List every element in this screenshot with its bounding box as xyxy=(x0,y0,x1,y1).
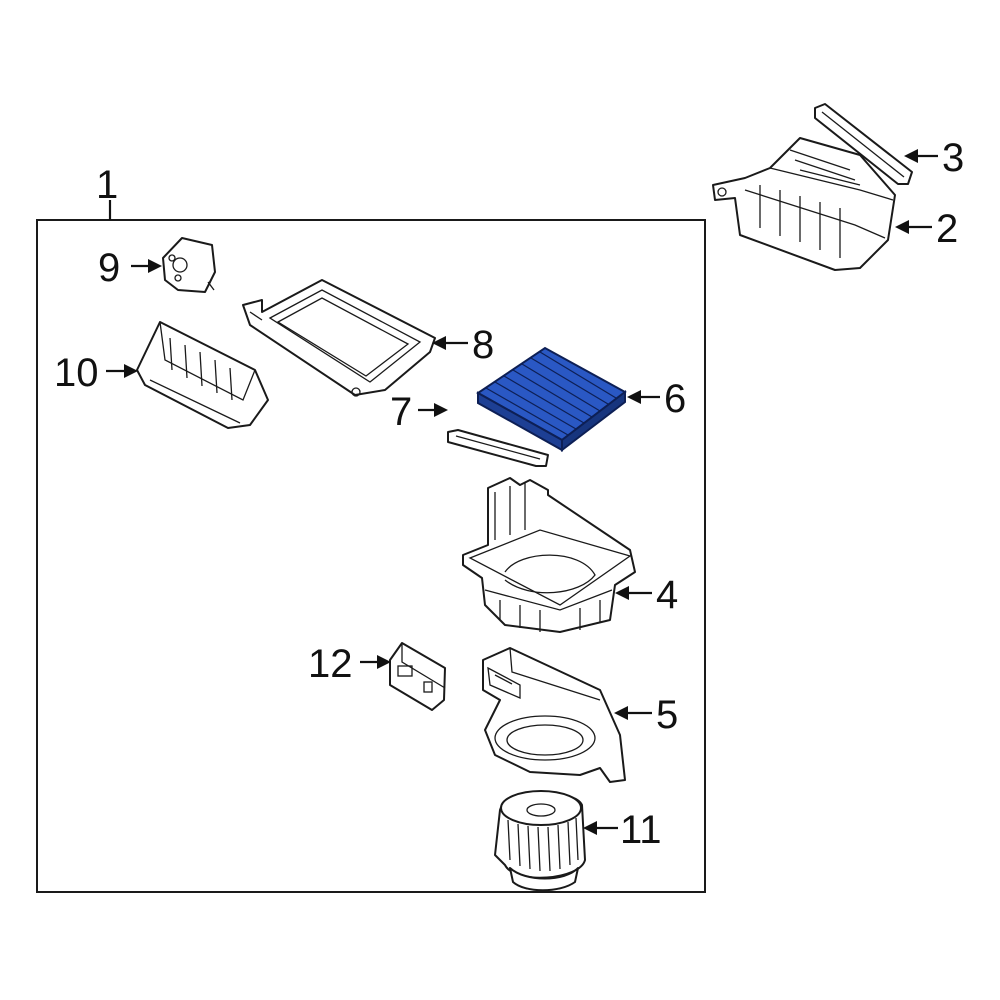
callout-12-label: 12 xyxy=(308,642,353,686)
part-8-filter-cover[interactable] xyxy=(242,279,436,397)
callout-2-label: 2 xyxy=(936,207,958,251)
part-6-cabin-air-filter[interactable] xyxy=(476,346,627,453)
callout-9-label: 9 xyxy=(98,246,120,290)
part-2-case[interactable] xyxy=(712,137,896,271)
part-12-resistor[interactable] xyxy=(389,642,446,711)
part-4-upper-housing[interactable] xyxy=(462,477,636,633)
part-9-actuator[interactable] xyxy=(162,237,216,293)
part-7-filter-strip[interactable] xyxy=(447,429,549,467)
callout-8-label: 8 xyxy=(472,323,494,367)
callout-6-label: 6 xyxy=(664,377,686,421)
part-5-lower-housing[interactable] xyxy=(482,647,626,783)
callout-5-label: 5 xyxy=(656,693,678,737)
callout-3-label: 3 xyxy=(942,136,964,180)
callout-1-label: 1 xyxy=(96,163,118,207)
assembly-frame xyxy=(36,219,706,893)
callout-7-label: 7 xyxy=(390,390,412,434)
callout-4-label: 4 xyxy=(656,573,678,617)
part-11-blower-motor[interactable] xyxy=(494,790,586,892)
part-3-seal[interactable] xyxy=(814,103,913,185)
callout-11-label: 11 xyxy=(620,808,662,852)
part-10-duct[interactable] xyxy=(136,321,269,429)
callout-10-label: 10 xyxy=(54,351,99,395)
